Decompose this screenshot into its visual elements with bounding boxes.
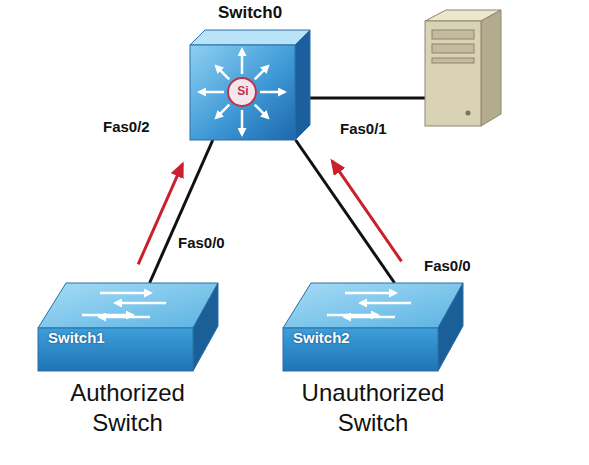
switch-name: Switch1 — [48, 329, 188, 346]
switch-name: Switch0 — [175, 3, 325, 23]
switch-name: Switch2 — [293, 329, 433, 346]
cube-side — [295, 30, 310, 140]
routing-arrow — [260, 91, 284, 94]
traffic-arrow — [138, 164, 182, 264]
switch-top — [283, 283, 463, 328]
trunk-link — [138, 140, 213, 283]
multilayer-switch: Switch0 — [190, 30, 310, 140]
routing-arrow — [200, 91, 224, 94]
role-caption: Unauthorized Switch — [283, 378, 463, 438]
link-line — [150, 140, 213, 283]
routing-arrow — [241, 50, 244, 74]
access-switch-icon — [283, 283, 463, 371]
port-label: Fas0/1 — [340, 120, 387, 137]
role-caption: Authorized Switch — [40, 378, 215, 438]
access-switch: Switch2 — [283, 283, 463, 371]
switching-arrow — [100, 316, 150, 319]
server-side — [481, 10, 501, 126]
switch-front — [38, 328, 193, 371]
routing-arrow — [255, 67, 268, 80]
routing-arrow — [217, 67, 230, 80]
multilayer-switch-icon — [190, 30, 310, 140]
server-front — [425, 21, 481, 126]
server-link — [306, 97, 426, 100]
link-line — [296, 140, 395, 283]
server-led — [466, 111, 471, 116]
traffic-arrow — [332, 161, 401, 261]
switching-arrow — [361, 302, 411, 305]
switching-arrow — [345, 292, 395, 295]
switch-top — [38, 283, 218, 328]
cube-front — [190, 45, 295, 140]
server-drive — [432, 58, 474, 63]
switching-arrow — [345, 316, 395, 319]
server-drive — [432, 44, 474, 53]
port-label: Fas0/2 — [103, 118, 150, 135]
server-drive — [432, 30, 474, 39]
trunk-link — [296, 140, 402, 283]
port-label: Fas0/0 — [178, 234, 225, 251]
chip-badge: Si — [228, 84, 258, 98]
switch-side — [438, 283, 463, 371]
switching-arrow — [116, 302, 166, 305]
access-switch: Switch1 — [38, 283, 218, 371]
access-switch-icon — [38, 283, 218, 371]
switching-arrow — [100, 292, 150, 295]
routing-arrow — [255, 105, 268, 118]
routing-arrow — [217, 105, 230, 118]
cube-top — [190, 30, 310, 45]
routing-arrow — [241, 110, 244, 134]
switch-side — [193, 283, 218, 371]
switch-front — [283, 328, 438, 371]
port-label: Fas0/0 — [424, 257, 471, 274]
